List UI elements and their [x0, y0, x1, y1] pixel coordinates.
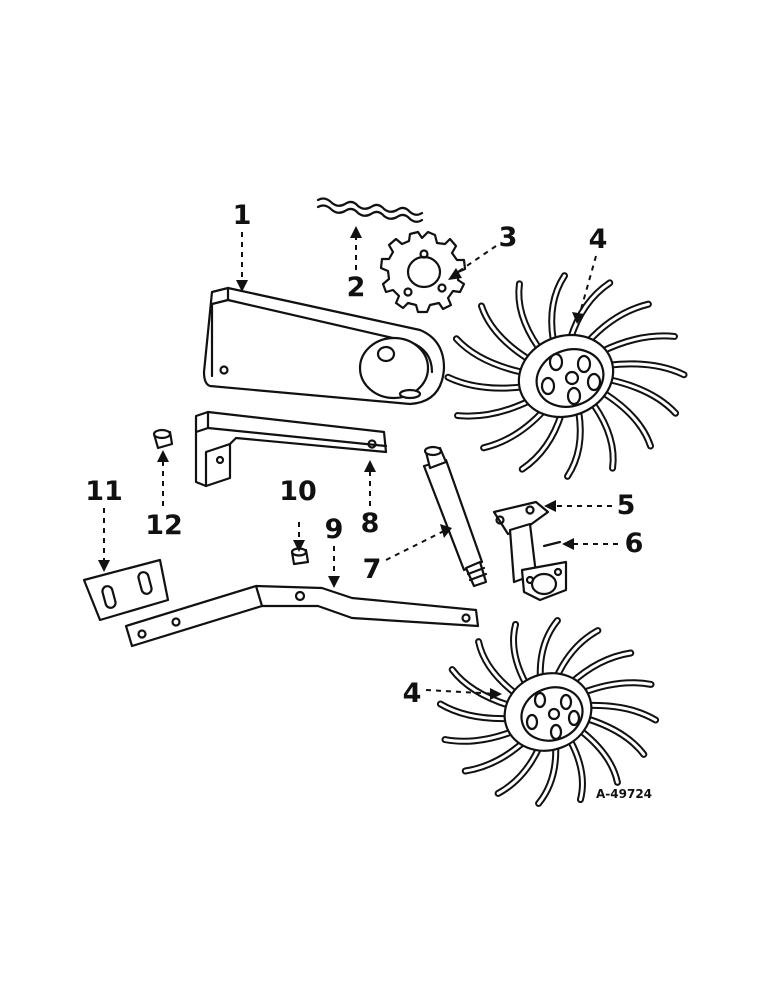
- tine: [585, 703, 658, 722]
- tine: [592, 403, 615, 470]
- part-tine-wheel-upper: [444, 272, 688, 480]
- tine: [550, 274, 567, 342]
- tine: [538, 619, 559, 681]
- drawing-reference: A-49724: [596, 787, 652, 801]
- part-chain-guard: [202, 286, 446, 406]
- tine: [438, 702, 511, 721]
- tine: [517, 282, 540, 349]
- part-bracket: [194, 410, 388, 488]
- callout-6: 6: [625, 528, 644, 559]
- tine: [585, 717, 646, 756]
- callout-10: 10: [279, 476, 317, 507]
- tine: [598, 334, 676, 354]
- part-nut-12: [152, 428, 174, 450]
- callout-2: 2: [347, 272, 366, 303]
- part-tine-wheel-lower: [436, 617, 660, 807]
- callout-11: 11: [85, 476, 123, 507]
- tine: [512, 622, 528, 686]
- callout-1: 1: [233, 200, 252, 231]
- part-pin: [542, 540, 562, 548]
- leader-lines: [98, 226, 618, 700]
- callout-8: 8: [361, 508, 380, 539]
- callout-7: 7: [363, 554, 382, 585]
- tine: [577, 727, 621, 786]
- tine: [446, 375, 526, 390]
- tine: [579, 681, 653, 695]
- tine: [443, 729, 517, 743]
- tine: [520, 411, 564, 471]
- part-hub-bracket: [492, 500, 568, 602]
- tine: [461, 736, 530, 775]
- tine: [603, 392, 652, 448]
- callout-5: 5: [617, 490, 636, 521]
- callout-12: 12: [145, 510, 183, 541]
- tine: [566, 649, 635, 688]
- callout-3: 3: [499, 222, 518, 253]
- part-shaft: [422, 445, 488, 588]
- part-plate: [82, 558, 170, 622]
- tine: [608, 378, 678, 415]
- part-arm: [124, 584, 480, 648]
- part-nut-10: [290, 547, 310, 566]
- tine: [475, 638, 519, 697]
- part-chain: [316, 197, 424, 223]
- tine: [480, 304, 529, 360]
- callout-4-lower: 4: [403, 678, 422, 709]
- tine: [482, 407, 547, 450]
- tine: [456, 398, 534, 418]
- callout-9: 9: [325, 514, 344, 545]
- tine: [565, 410, 582, 478]
- tine: [568, 738, 584, 802]
- tine: [606, 362, 686, 377]
- callout-4-upper: 4: [589, 224, 608, 255]
- tine: [477, 640, 517, 695]
- tine: [585, 302, 650, 345]
- tine: [568, 281, 612, 341]
- tine: [450, 668, 511, 707]
- tine: [537, 743, 558, 805]
- tine: [454, 337, 524, 374]
- tine: [579, 729, 619, 784]
- part-sprocket: [379, 230, 467, 314]
